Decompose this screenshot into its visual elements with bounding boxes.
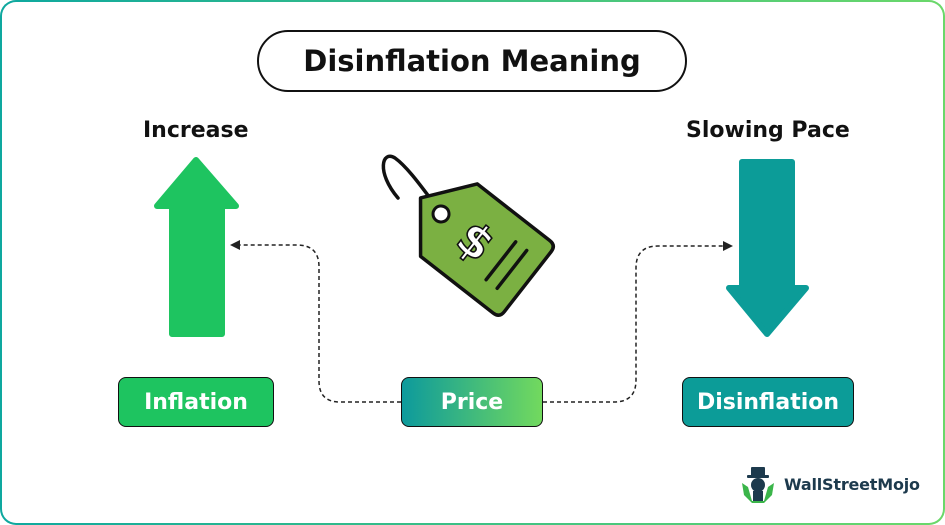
up-arrow-icon [154, 157, 239, 337]
connector-left-arrowhead [230, 240, 240, 250]
connector-right-arrowhead [723, 241, 733, 251]
increase-caption: Increase [143, 118, 249, 143]
connector-right [543, 245, 724, 403]
slowing-pace-caption: Slowing Pace [686, 118, 850, 143]
brand-name: WallStreetMojo [784, 474, 920, 494]
brand-logo: WallStreetMojo [738, 465, 920, 503]
price-box: Price [401, 377, 543, 427]
diagram-title: Disinflation Meaning [257, 30, 687, 92]
disinflation-box: Disinflation [682, 377, 854, 427]
down-arrow-icon [726, 159, 809, 337]
inflation-box: Inflation [118, 377, 274, 427]
brand-mascot-icon [742, 467, 774, 503]
price-tag-icon: $ [381, 154, 555, 317]
